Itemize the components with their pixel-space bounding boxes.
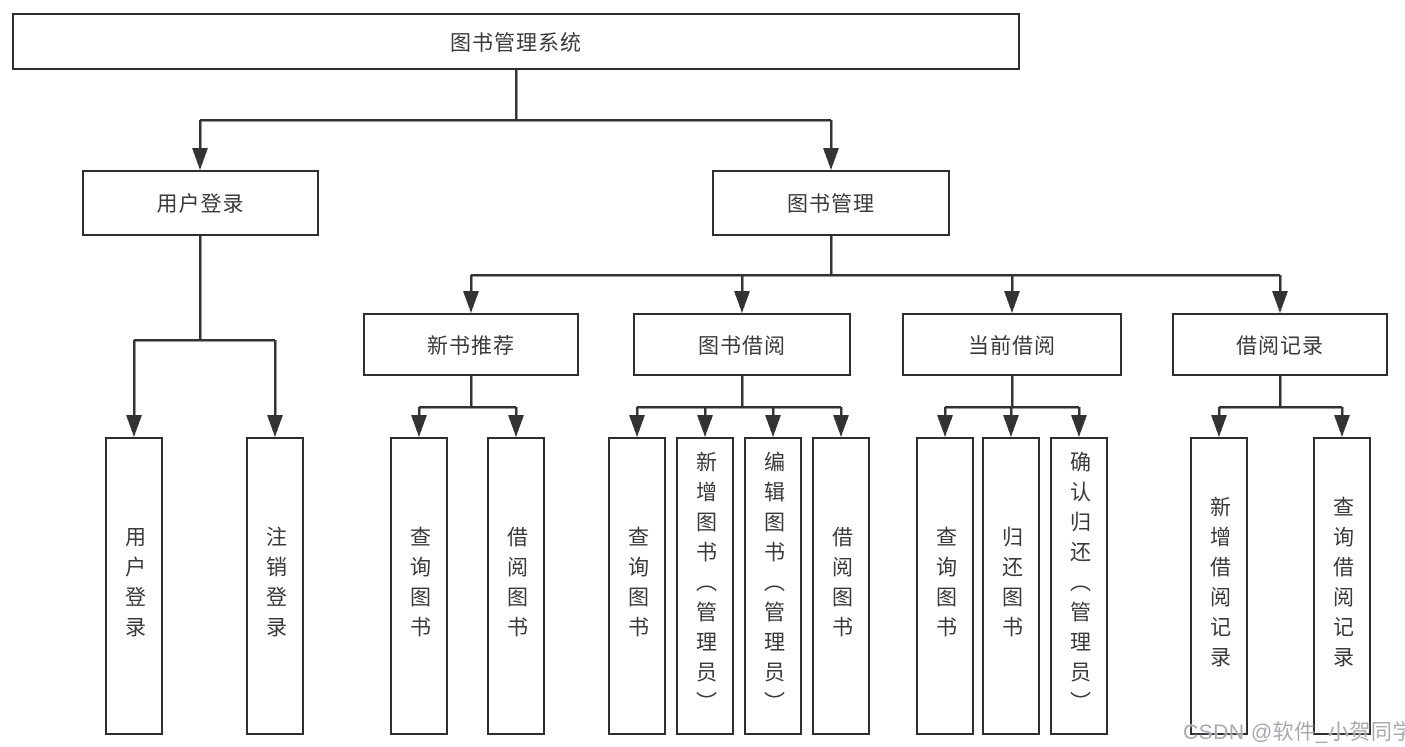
leaf-add-books-admin: 新增图书（管理员） <box>676 437 734 735</box>
node-root-library-system: 图书管理系统 <box>12 13 1020 70</box>
leaf-label: 归还图书 <box>999 526 1023 646</box>
leaf-label: 新增图书（管理员） <box>693 451 717 721</box>
leaf-label: 编辑图书（管理员） <box>761 451 785 721</box>
node-user-login: 用户登录 <box>82 170 319 236</box>
node-new-book-recommend: 新书推荐 <box>363 313 579 376</box>
arrowheads <box>126 148 1350 437</box>
leaf-query-books-3: 查询图书 <box>916 437 974 735</box>
node-label: 当前借阅 <box>968 334 1056 358</box>
leaf-borrow-books-2: 借阅图书 <box>812 437 870 735</box>
leaf-query-borrow-record: 查询借阅记录 <box>1313 437 1371 735</box>
leaf-label: 查询图书 <box>625 526 649 646</box>
leaf-label: 确认归还（管理员） <box>1067 451 1091 721</box>
leaf-add-borrow-record: 新增借阅记录 <box>1190 437 1248 735</box>
leaf-borrow-books-1: 借阅图书 <box>487 437 545 735</box>
leaf-logout: 注销登录 <box>246 437 304 735</box>
leaf-label: 注销登录 <box>263 526 287 646</box>
leaf-confirm-return-admin: 确认归还（管理员） <box>1050 437 1108 735</box>
node-label: 图书管理 <box>787 193 875 216</box>
leaf-label: 查询图书 <box>933 526 957 646</box>
leaf-label: 新增借阅记录 <box>1207 496 1231 676</box>
node-label: 图书管理系统 <box>450 31 582 55</box>
leaf-return-books: 归还图书 <box>982 437 1040 735</box>
leaf-label: 查询图书 <box>407 526 431 646</box>
leaf-query-books-2: 查询图书 <box>608 437 666 735</box>
node-label: 图书借阅 <box>698 334 786 358</box>
node-borrowing-records: 借阅记录 <box>1172 313 1388 376</box>
leaf-edit-books-admin: 编辑图书（管理员） <box>744 437 802 735</box>
node-label: 用户登录 <box>156 193 245 216</box>
node-book-borrowing: 图书借阅 <box>633 313 851 376</box>
node-label: 借阅记录 <box>1236 334 1324 358</box>
node-label: 新书推荐 <box>427 334 515 358</box>
csdn-watermark: CSDN @软件_小贺同学 <box>1183 721 1405 744</box>
node-book-management: 图书管理 <box>712 170 950 236</box>
leaf-user-login: 用户登录 <box>105 437 163 735</box>
node-current-borrowing: 当前借阅 <box>902 313 1122 376</box>
leaf-query-books-1: 查询图书 <box>390 437 448 735</box>
leaf-label: 用户登录 <box>122 526 146 646</box>
leaf-label: 查询借阅记录 <box>1330 496 1354 676</box>
leaf-label: 借阅图书 <box>829 526 853 646</box>
leaf-label: 借阅图书 <box>504 526 528 646</box>
